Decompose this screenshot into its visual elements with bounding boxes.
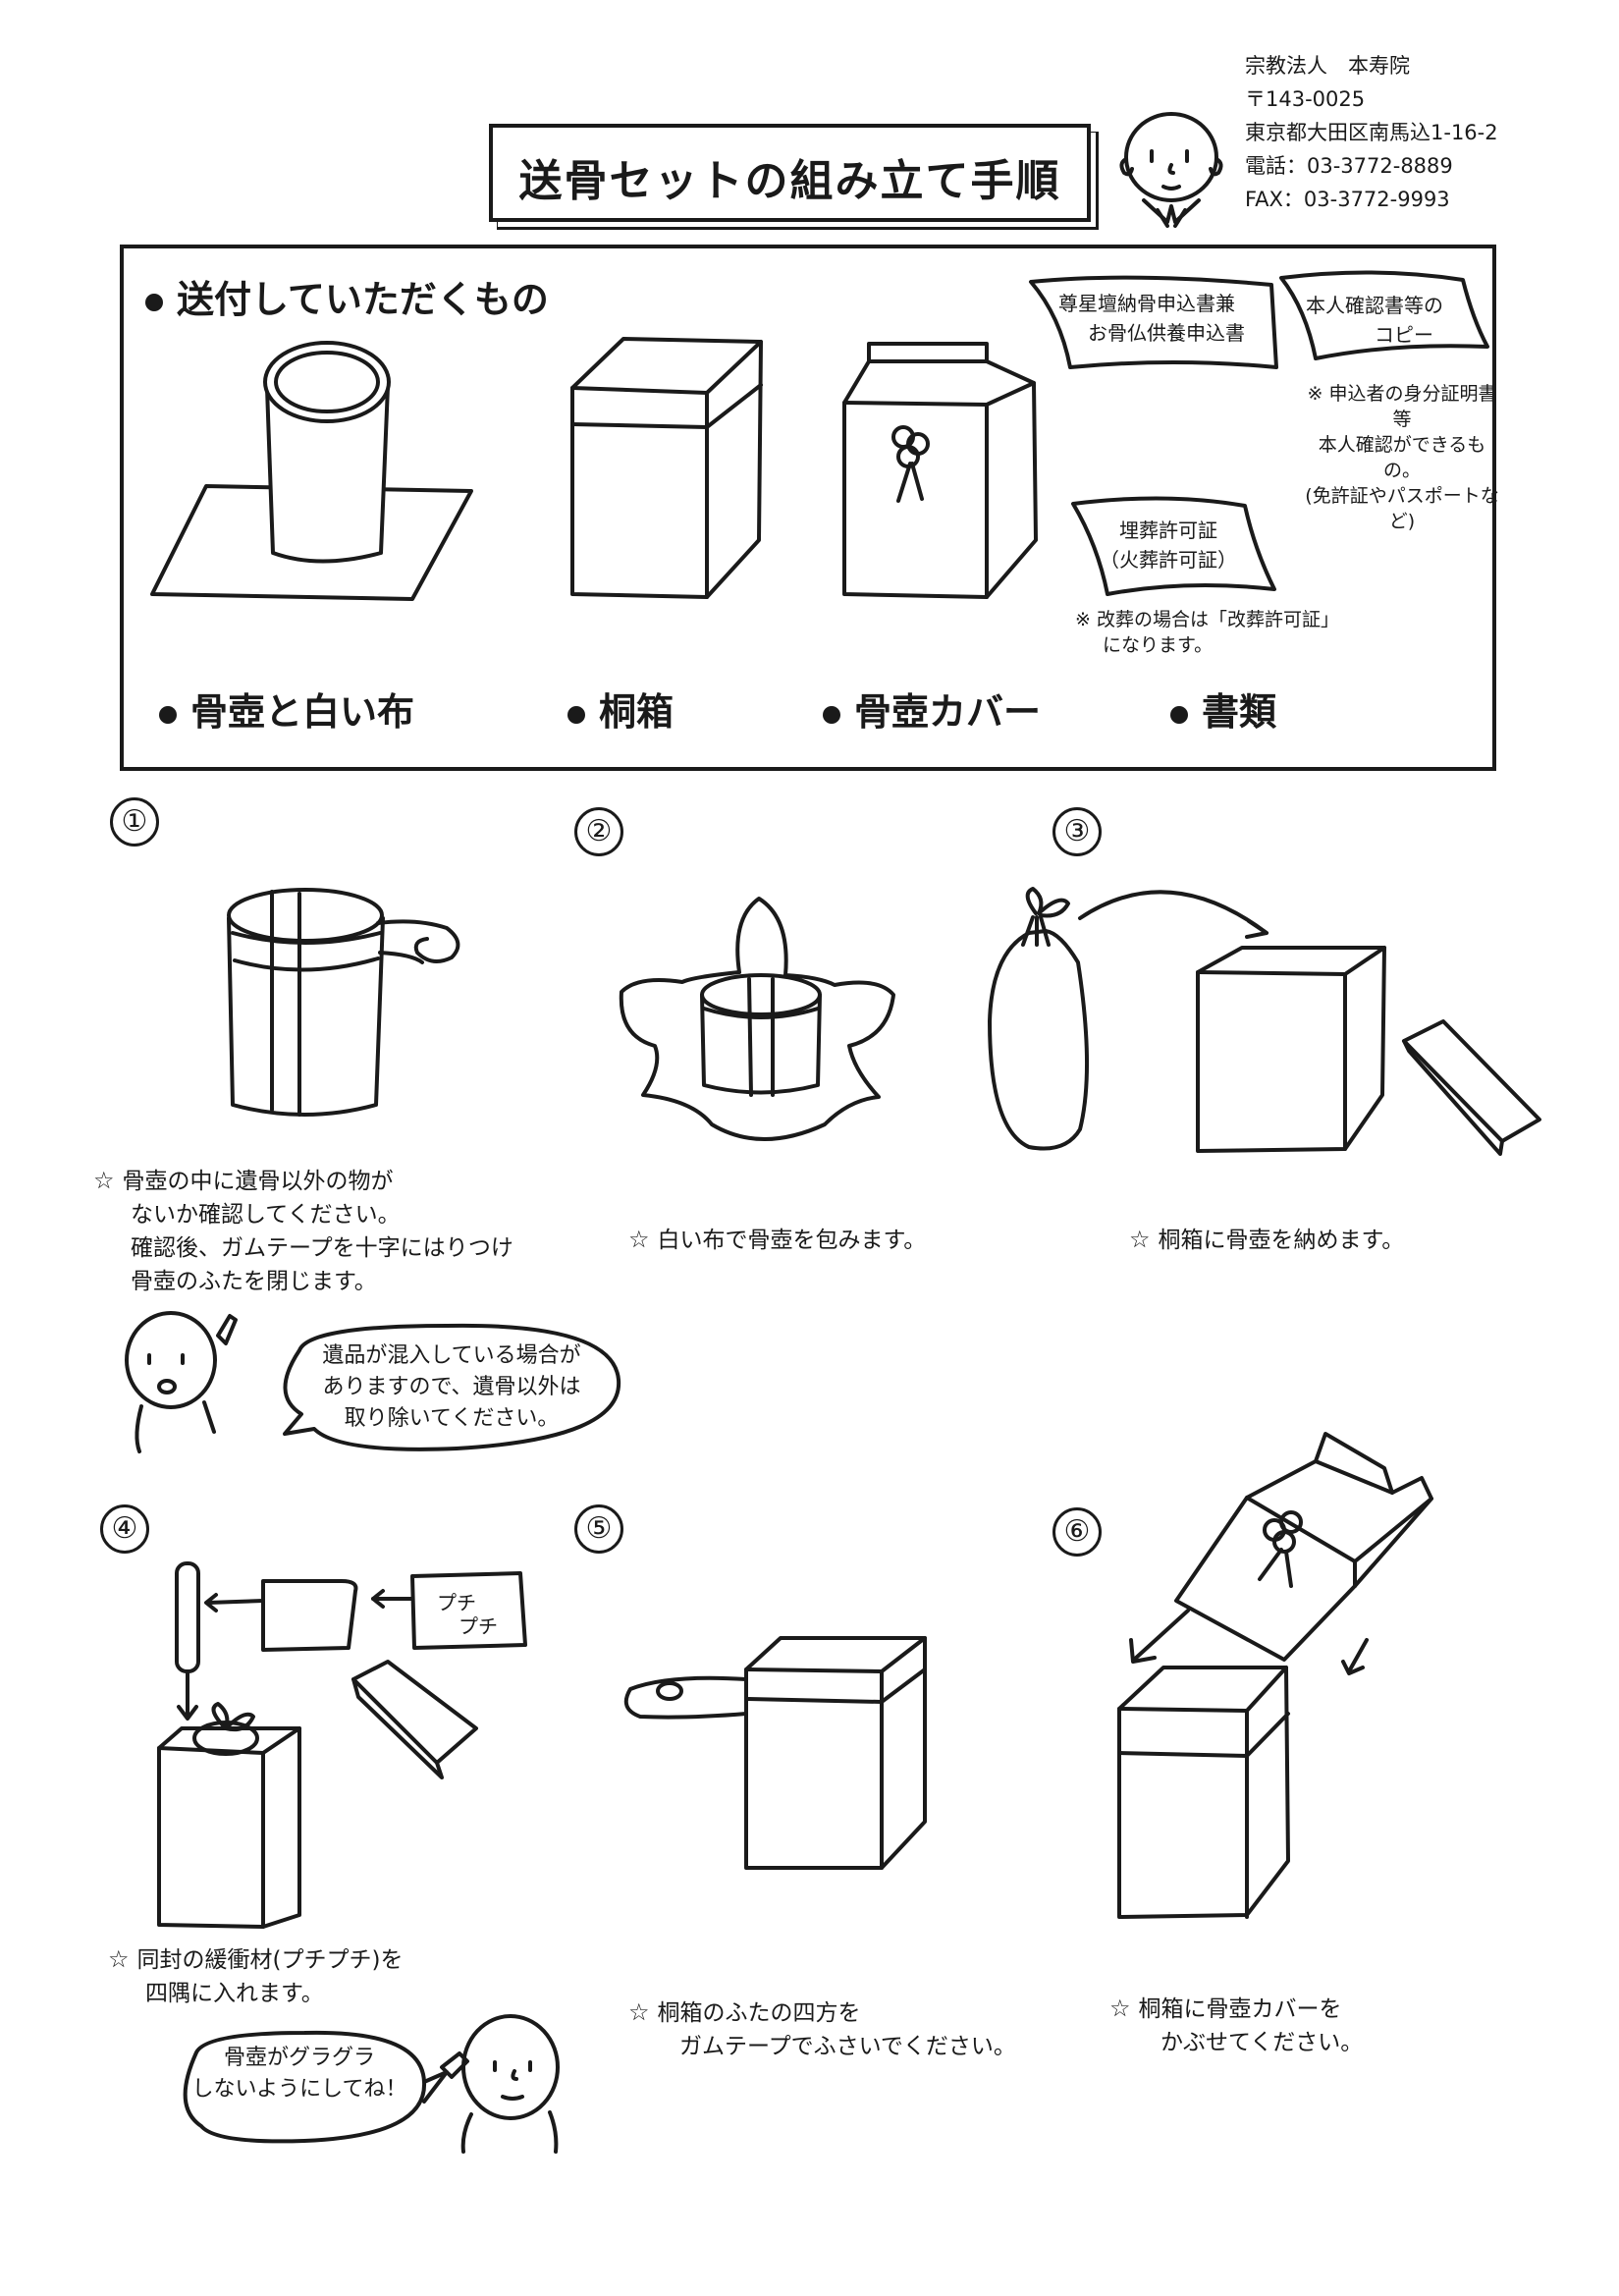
id-copy-line2: コピー xyxy=(1375,323,1433,347)
step-1-urn-tape-illustration xyxy=(227,888,460,1117)
step-3-number: ③ xyxy=(1052,807,1102,856)
org-name: 宗教法人 本寿院 xyxy=(1245,54,1410,78)
bubble-2-line2: しないようにしてね！ xyxy=(191,2077,407,2102)
reburial-note-line2: になります。 xyxy=(1103,634,1214,656)
step-4-number: ④ xyxy=(100,1504,149,1554)
step-4-line2: 四隅に入れます。 xyxy=(145,1981,324,2006)
step-2-text: ☆白い布で骨壺を包みます。 xyxy=(628,1226,927,1253)
bullet-icon xyxy=(567,705,585,724)
id-copy-card-text: 本人確認書等の コピー xyxy=(1281,291,1468,350)
step-6-number: ⑥ xyxy=(1052,1507,1102,1557)
step-5-taping-illustration xyxy=(623,1636,927,1870)
step-5-line2: ガムテープでふさいでください。 xyxy=(679,2034,1016,2059)
item-kiri-box: 桐箱 xyxy=(567,682,674,736)
star-icon: ☆ xyxy=(1109,1995,1131,2022)
monk-pointing-icon xyxy=(125,1311,238,1453)
item-urn-cover: 骨壺カバー xyxy=(823,682,1041,736)
org-fax: FAX：03-3772-9993 xyxy=(1245,188,1450,211)
bubble-1-text: 遺品が混入している場合が ありますので、遺骨以外は 取り除いてください。 xyxy=(295,1340,609,1435)
id-note-line3: (免許証やパスポートなど) xyxy=(1305,485,1499,532)
star-icon: ☆ xyxy=(628,1226,650,1253)
bubble-1-line1: 遺品が混入している場合が xyxy=(322,1343,581,1368)
id-copy-line1: 本人確認書等の xyxy=(1306,294,1443,317)
star-icon: ☆ xyxy=(1129,1226,1151,1253)
bullet-icon xyxy=(145,293,163,311)
application-card-line2: お骨仏供養申込書 xyxy=(1088,321,1245,345)
application-card-text: 尊星壇納骨申込書兼 お骨仏供養申込書 xyxy=(1034,289,1260,348)
application-card-shape xyxy=(1029,275,1278,369)
step-5-line1: ☆桐箱のふたの四方を xyxy=(628,1998,861,2026)
org-postal: 〒143-0025 xyxy=(1245,87,1366,111)
step-1-text: ☆骨壺の中に遺骨以外の物が ないか確認してください。 確認後、ガムテープを十字に… xyxy=(93,1164,513,1298)
star-icon: ☆ xyxy=(93,1167,115,1194)
monk-mascot-icon xyxy=(1119,112,1223,228)
step-6-line2: かぶせてください。 xyxy=(1160,2030,1364,2055)
urn-cover-illustration xyxy=(842,342,1038,599)
org-street: 東京都大田区南馬込1-16-2 xyxy=(1245,121,1498,144)
bubble-2-text: 骨壺がグラグラ しないようにしてね！ xyxy=(177,2043,422,2105)
step-3-text: ☆桐箱に骨壺を納めます。 xyxy=(1129,1226,1405,1253)
star-icon: ☆ xyxy=(108,1945,130,1973)
bullet-icon xyxy=(159,705,177,724)
bubble-wrap-line1: プチ xyxy=(437,1591,476,1614)
item-documents: 書類 xyxy=(1170,682,1276,736)
step-5-number: ⑤ xyxy=(574,1504,623,1554)
item-urn-cloth: 骨壺と白い布 xyxy=(159,682,414,736)
step-4-text: ☆同封の緩衝材(プチプチ)を 四隅に入れます。 xyxy=(108,1942,403,2010)
burial-permit-card-text: 埋葬許可証 （火葬許可証） xyxy=(1080,516,1257,574)
step-1-line3: 確認後、ガムテープを十字にはりつけ xyxy=(131,1235,513,1261)
bubble-wrap-label: プチ プチ xyxy=(437,1591,498,1638)
star-icon: ☆ xyxy=(628,1998,650,2026)
step-2-wrapping-illustration xyxy=(619,897,895,1141)
burial-permit-line1: 埋葬許可証 xyxy=(1119,519,1217,542)
urn-with-cloth-illustration xyxy=(150,341,473,601)
speech-bubble-1 xyxy=(283,1323,621,1451)
step-1-line1: ☆骨壺の中に遺骨以外の物が xyxy=(93,1167,394,1194)
id-copy-card-shape xyxy=(1279,270,1489,360)
org-address: 宗教法人 本寿院 〒143-0025 東京都大田区南馬込1-16-2 電話：03… xyxy=(1245,49,1498,216)
burial-permit-line2: （火葬許可証） xyxy=(1100,548,1237,572)
step-1-number: ① xyxy=(110,797,159,847)
bubble-wrap-line2: プチ xyxy=(459,1614,498,1638)
bubble-2-line1: 骨壺がグラグラ xyxy=(223,2046,375,2070)
step-4-cushion-illustration xyxy=(157,1561,527,1929)
step-4-line1: ☆同封の緩衝材(プチプチ)を xyxy=(108,1945,404,1973)
id-note-line1: ※ 申込者の身分証明書等 xyxy=(1307,383,1497,430)
page-title: 送骨セットの組み立て手順 xyxy=(518,156,1061,206)
step-5-text: ☆桐箱のふたの四方を ガムテープでふさいでください。 xyxy=(628,1995,1016,2063)
burial-permit-card-shape xyxy=(1071,496,1276,596)
items-heading: 送付していただくもの xyxy=(145,269,549,323)
bubble-1-line3: 取り除いてください。 xyxy=(344,1406,560,1431)
monk-waving-icon xyxy=(440,2014,560,2154)
bubble-1-line2: ありますので、遺骨以外は xyxy=(322,1375,581,1399)
step-1-line2: ないか確認してください。 xyxy=(131,1202,401,1228)
step-2-number: ② xyxy=(574,807,623,856)
items-frame xyxy=(120,245,1496,771)
id-note-line2: 本人確認ができるもの。 xyxy=(1318,434,1486,481)
step-6-cover-illustration xyxy=(1117,1432,1433,1919)
step-3-boxing-illustration xyxy=(988,887,1541,1156)
org-phone: 電話：03-3772-8889 xyxy=(1245,154,1453,178)
reburial-note-line1: ※ 改葬の場合は「改葬許可証」 xyxy=(1075,609,1339,630)
application-card-line1: 尊星壇納骨申込書兼 xyxy=(1058,292,1235,315)
step-6-line1: ☆桐箱に骨壺カバーを xyxy=(1109,1995,1342,2022)
bullet-icon xyxy=(1170,705,1188,724)
reburial-note: ※ 改葬の場合は「改葬許可証」 になります。 xyxy=(1075,607,1339,658)
kiri-box-illustration xyxy=(570,337,763,599)
step-1-line4: 骨壺のふたを閉じます。 xyxy=(131,1269,377,1294)
id-note: ※ 申込者の身分証明書等 本人確認ができるもの。 (免許証やパスポートなど) xyxy=(1304,381,1500,534)
title-box: 送骨セットの組み立て手順 xyxy=(489,124,1091,222)
bullet-icon xyxy=(823,705,840,724)
step-6-text: ☆桐箱に骨壺カバーを かぶせてください。 xyxy=(1109,1992,1363,2059)
